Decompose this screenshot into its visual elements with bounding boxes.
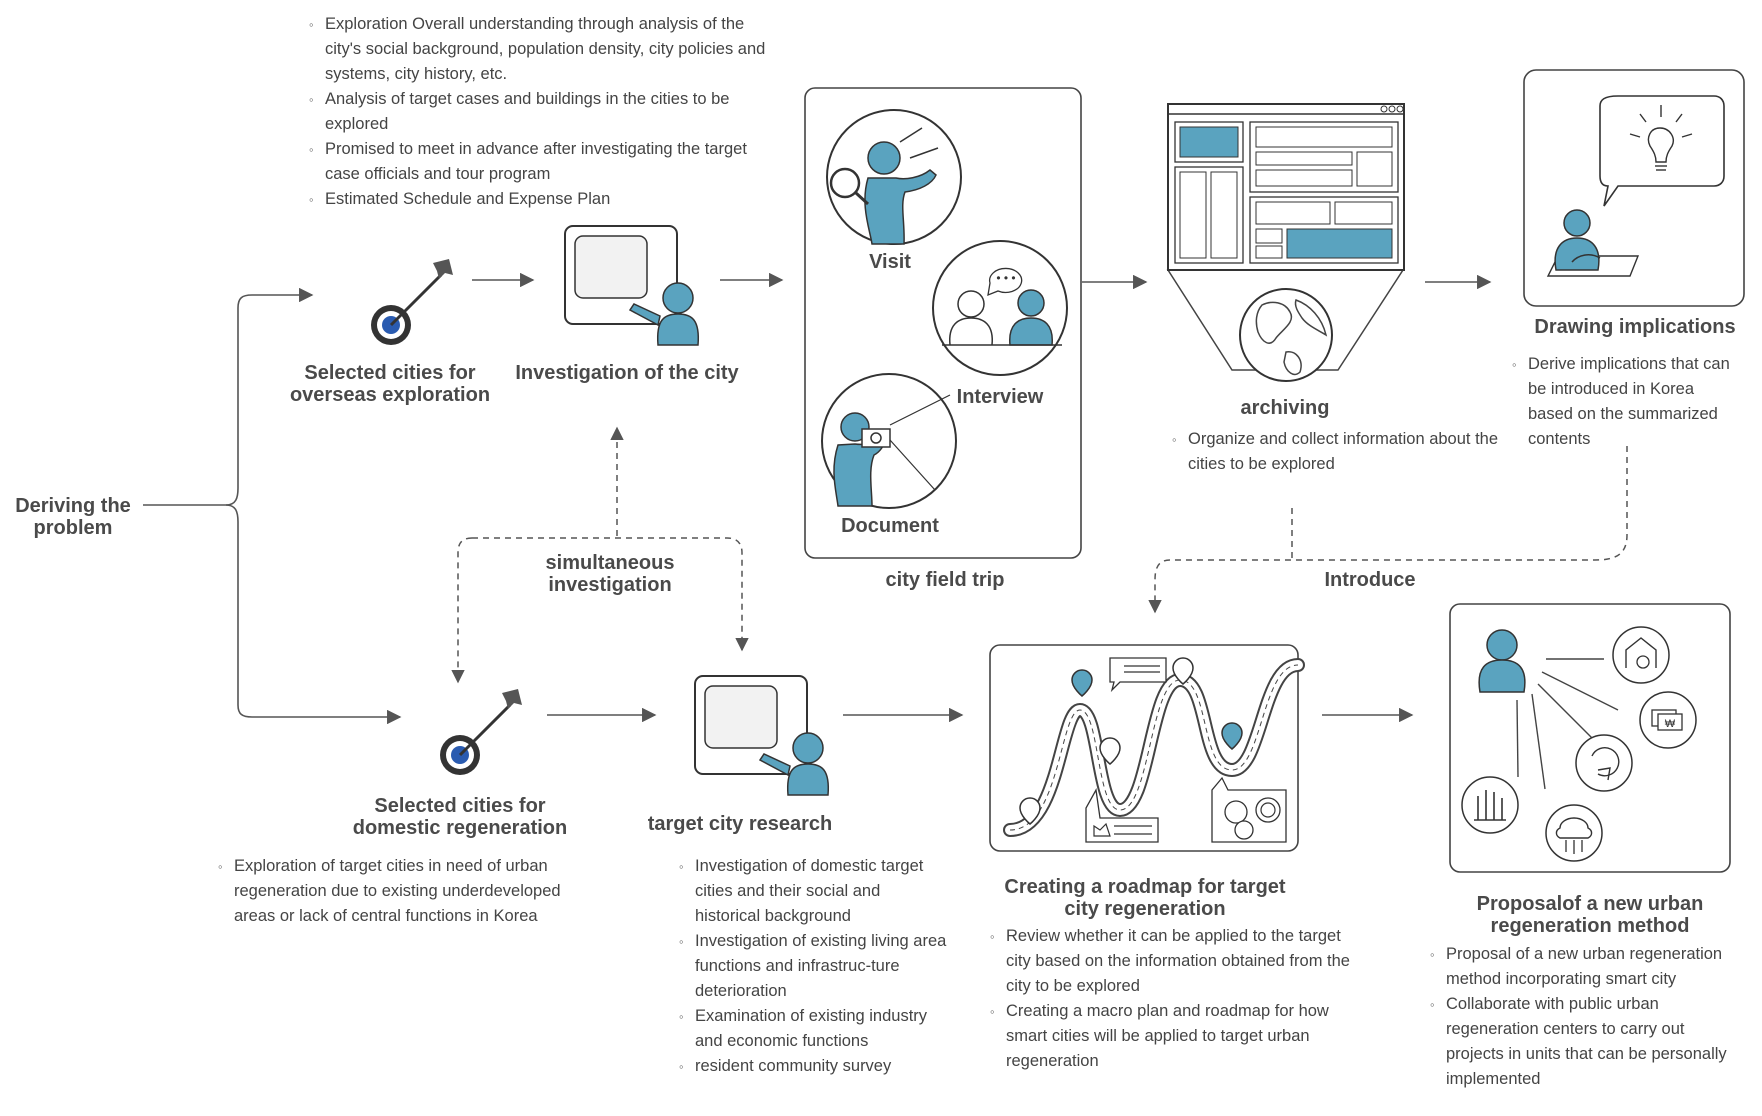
svg-text:• • •: • • • — [996, 271, 1015, 285]
list-item: resident community survey — [679, 1054, 949, 1079]
selected-cities-overseas-label: Selected cities for overseas exploration — [289, 362, 491, 406]
list-item: Examination of existing industry and eco… — [679, 1004, 949, 1054]
globe-icon — [1239, 288, 1333, 382]
introduce-label: Introduce — [1324, 569, 1416, 591]
archive-window-icon — [1166, 103, 1405, 382]
svg-text:₩: ₩ — [1665, 718, 1676, 730]
list-item: Collaborate with public urban regenerati… — [1430, 992, 1746, 1092]
list-item: Derive implications that can be introduc… — [1512, 352, 1738, 452]
implications-icon — [1523, 69, 1745, 307]
document-label: Document — [841, 515, 939, 537]
list-item: Analysis of target cases and buildings i… — [309, 87, 779, 137]
list-item: Organize and collect information about t… — [1172, 427, 1502, 477]
start-label: Deriving the problem — [15, 495, 131, 539]
visit-label: Visit — [869, 251, 911, 273]
simultaneous-label: simultaneous investigation — [545, 552, 675, 596]
interview-icon: • • • — [932, 240, 1068, 376]
list-item: Exploration Overall understanding throug… — [309, 12, 779, 87]
list-item: Exploration of target cities in need of … — [218, 854, 563, 929]
target-icon — [440, 689, 522, 775]
archiving-notes: Organize and collect information about t… — [1172, 427, 1502, 477]
selected-cities-domestic-label: Selected cities for domestic regeneratio… — [352, 795, 568, 839]
target-icon — [371, 259, 453, 345]
implications-notes: Derive implications that can be introduc… — [1512, 352, 1738, 452]
top-row-arrows — [472, 272, 1492, 290]
selected-domestic-notes: Exploration of target cities in need of … — [218, 854, 563, 929]
dashed-connectors — [451, 426, 1628, 684]
interview-label: Interview — [956, 386, 1044, 408]
top-notes: Exploration Overall understanding throug… — [309, 12, 779, 212]
list-item: Review whether it can be applied to the … — [990, 924, 1350, 999]
list-item: Creating a macro plan and roadmap for ho… — [990, 999, 1350, 1074]
research-label: target city research — [647, 813, 833, 835]
roadmap-label: Creating a roadmap for target city regen… — [1004, 876, 1286, 920]
field-trip-label: city field trip — [885, 569, 1005, 591]
document-icon — [821, 373, 957, 509]
screen-person-icon — [694, 675, 830, 796]
screen-person-icon — [564, 225, 700, 346]
list-item: Investigation of existing living area fu… — [679, 929, 949, 1004]
roadmap-notes: Review whether it can be applied to the … — [990, 924, 1350, 1074]
implications-label: Drawing implications — [1534, 316, 1736, 338]
list-item: Estimated Schedule and Expense Plan — [309, 187, 779, 212]
proposal-label: Proposalof a new urban regeneration meth… — [1476, 893, 1704, 937]
list-item: Investigation of domestic target cities … — [679, 854, 949, 929]
investigation-label: Investigation of the city — [515, 362, 739, 384]
proposal-notes: Proposal of a new urban regeneration met… — [1430, 942, 1746, 1092]
research-notes: Investigation of domestic target cities … — [679, 854, 949, 1079]
branch-connector — [143, 287, 402, 725]
proposal-icon: ₩ — [1449, 603, 1731, 873]
list-item: Proposal of a new urban regeneration met… — [1430, 942, 1746, 992]
roadmap-icon — [989, 644, 1305, 852]
visit-icon — [826, 109, 962, 245]
archiving-label: archiving — [1240, 397, 1330, 419]
list-item: Promised to meet in advance after invest… — [309, 137, 779, 187]
